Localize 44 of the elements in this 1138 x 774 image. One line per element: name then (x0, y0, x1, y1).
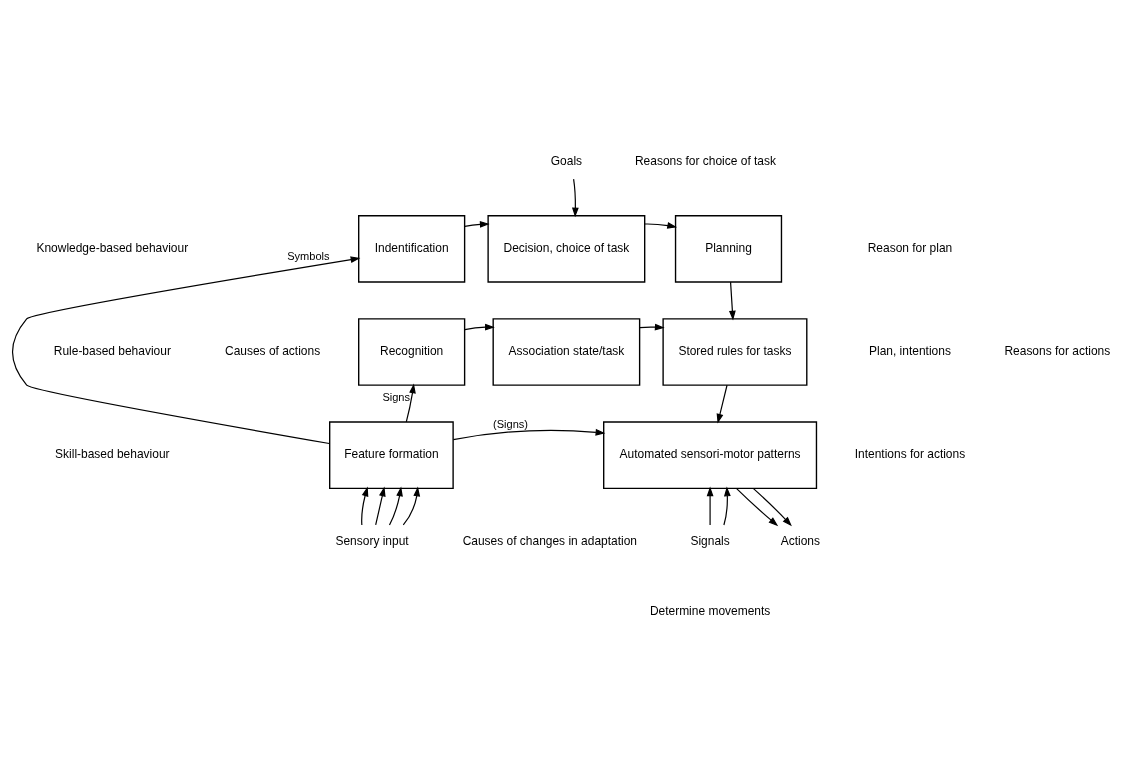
node-box: Automated sensori-motor patterns (603, 421, 818, 489)
node-box: Recognition (358, 318, 466, 386)
node-text: Actions (780, 533, 820, 548)
node-text: Sensory input (335, 533, 409, 548)
label: Knowledge-based behaviour (36, 240, 189, 255)
arrow (464, 220, 490, 228)
label: Causes of changes in adaptation (462, 533, 637, 548)
node-box: Planning (674, 215, 783, 283)
label: Determine movements (649, 603, 771, 618)
arrow (375, 486, 386, 526)
label: Causes of actions (225, 344, 321, 359)
arrow (735, 487, 779, 527)
label: Reasons for actions (1004, 344, 1111, 359)
node-box: Stored rules for tasks (662, 318, 808, 386)
arrow (571, 178, 579, 218)
label: Rule-based behaviour (53, 344, 171, 359)
edge-label: (Signs) (493, 417, 529, 430)
node-box: Feature formation (329, 421, 454, 489)
edge-label: Signs (382, 390, 411, 403)
label: Intentions for actions (854, 447, 966, 462)
arrow (388, 486, 403, 526)
label: Plan, intentions (869, 344, 951, 359)
node-box: Decision, choice of task (487, 215, 646, 283)
arrow (405, 383, 416, 423)
label: Reasons for choice of task (634, 154, 777, 169)
arrow (728, 281, 736, 321)
arrow (752, 487, 792, 527)
label: Reason for plan (867, 240, 953, 255)
node-text: Signals (690, 533, 730, 548)
arrow (11, 256, 361, 445)
arrow (361, 486, 369, 526)
node-box: Indentification (358, 215, 466, 283)
arrow (706, 486, 714, 526)
arrow (644, 222, 678, 229)
node-box: Association state/task (492, 318, 641, 386)
edge-label: Symbols (287, 249, 330, 262)
arrow (402, 486, 421, 526)
arrow (452, 428, 606, 441)
node-text: Goals (550, 154, 583, 169)
arrow (464, 323, 495, 331)
label: Skill-based behaviour (55, 447, 170, 462)
arrow (716, 384, 728, 424)
arrow (723, 486, 731, 526)
arrow (639, 323, 665, 331)
